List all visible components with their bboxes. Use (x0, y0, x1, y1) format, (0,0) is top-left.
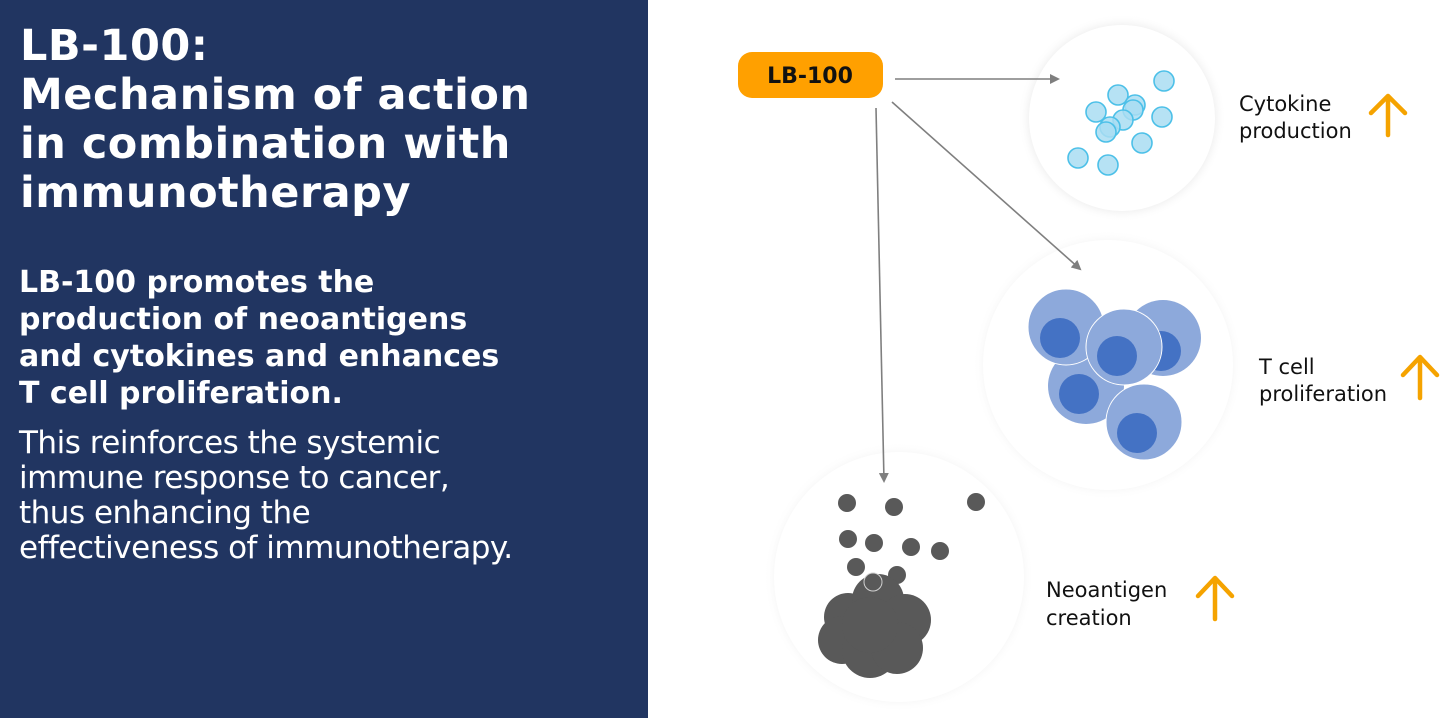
cytokine-particle (1067, 147, 1089, 169)
neoantigen-particle (865, 534, 883, 552)
arrow-to-neoantigen (875, 107, 889, 483)
slide-body-text: This reinforces the systemic immune resp… (19, 425, 513, 566)
t-cell (1027, 288, 1105, 366)
outcome-label-line1: Cytokine (1239, 92, 1331, 116)
outcome-label-line1: Neoantigen (1046, 578, 1167, 602)
outcome-t-cell: T cell proliferation (1258, 354, 1440, 406)
cytokine-particle (1153, 70, 1175, 92)
neoantigen-particle (839, 530, 857, 548)
cytokine-particle (1095, 121, 1117, 143)
arrow-to-t-cell (891, 101, 1082, 271)
t-cell (1085, 308, 1163, 386)
slide-subtitle: LB-100 promotes the production of neoant… (19, 265, 500, 411)
up-arrow-icon (1368, 93, 1408, 138)
cytokine-particle (1151, 106, 1173, 128)
neoantigen-particle (902, 538, 920, 556)
outcome-label-line2: creation (1046, 606, 1132, 630)
up-arrow-icon (1195, 575, 1235, 622)
outcome-label-line1: T cell (1258, 355, 1315, 379)
neoantigen-particle (838, 494, 856, 512)
cytokine-particle (1097, 154, 1119, 176)
neoantigen-particle (885, 498, 903, 516)
neoantigen-particles (838, 493, 985, 584)
lb-100-badge-label: LB-100 (767, 64, 853, 89)
neoantigen-particle (847, 558, 865, 576)
tumor-cell-cluster (818, 572, 931, 678)
t-cell (1105, 383, 1183, 461)
up-arrow-icon (1400, 354, 1440, 401)
neoantigen-particle (931, 542, 949, 560)
outcome-label-line2: production (1239, 119, 1352, 143)
cytokine-particle (1131, 132, 1153, 154)
lb-100-badge: LB-100 (738, 52, 883, 98)
outcome-label-line2: proliferation (1259, 382, 1387, 406)
outcome-cytokine: Cytokine production (1239, 92, 1408, 143)
slide-title: LB-100: Mechanism of action in combinati… (20, 21, 531, 218)
cytokine-particles (1067, 70, 1175, 176)
neoantigen-particle (967, 493, 985, 511)
cytokine-particle (1085, 101, 1107, 123)
cytokine-particle (1107, 84, 1129, 106)
left-panel: LB-100: Mechanism of action in combinati… (0, 0, 648, 718)
outcome-neoantigen: Neoantigen creation (1046, 575, 1235, 630)
t-cells (1027, 288, 1201, 461)
